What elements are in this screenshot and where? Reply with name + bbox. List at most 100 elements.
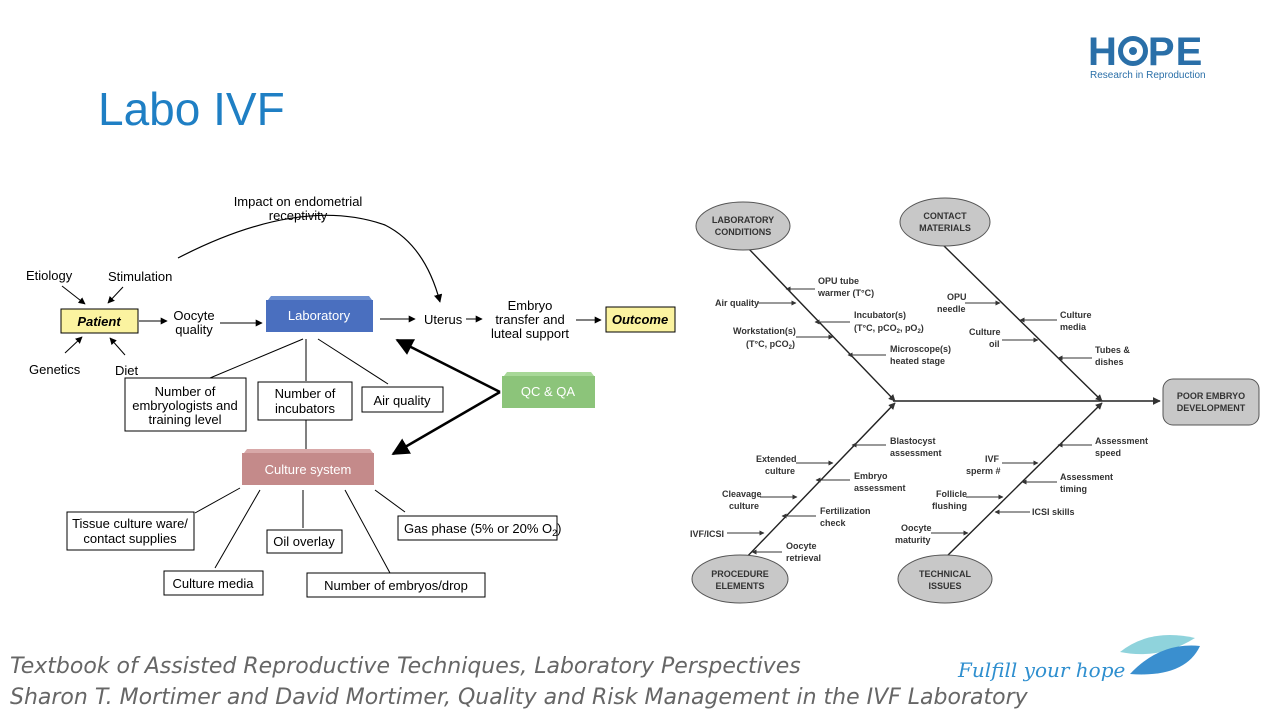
oocyte-maturity-2: maturity xyxy=(895,535,931,545)
qc-box xyxy=(502,376,595,408)
logo-subtitle: Research in Reproduction xyxy=(1090,70,1206,81)
qc-box-top xyxy=(504,372,594,376)
culture-oil-1: Culture xyxy=(969,327,1001,337)
diet-arrow xyxy=(109,337,126,356)
etiology-arrow xyxy=(61,285,86,305)
embryos-drop-box xyxy=(306,572,486,598)
assessment-timing-2: timing xyxy=(1060,484,1087,494)
assessment-speed-2: speed xyxy=(1095,448,1121,458)
microscope-fb-1: Microscope(s) xyxy=(890,344,951,354)
logo-letter-h: H xyxy=(1088,30,1118,74)
opu-warmer-1: OPU tube xyxy=(818,276,859,286)
culture-line-gas xyxy=(374,489,406,513)
embryo-label-2: transfer and xyxy=(495,312,564,327)
assessment-speed-1: Assessment xyxy=(1095,436,1148,446)
qc-to-culture-arrow xyxy=(391,390,501,456)
extended-1: Extended xyxy=(756,454,797,464)
effect-box xyxy=(1162,378,1260,426)
ivf-sperm-1: IVF xyxy=(985,454,1000,464)
blastocyst-2: assessment xyxy=(890,448,942,458)
follicle-1: Follicle xyxy=(936,489,967,499)
logo-letters-pe: PE xyxy=(1147,30,1204,74)
tissue-label-2: contact supplies xyxy=(83,531,177,546)
outcome-label: Outcome xyxy=(612,312,668,327)
embryologists-label-3: training level xyxy=(149,412,222,427)
incubators-label-1: Number of xyxy=(275,386,336,401)
ivf-icsi: IVF/ICSI xyxy=(690,529,724,539)
genetics-arrow xyxy=(64,336,83,354)
lab-conditions-label-1: LABORATORY xyxy=(712,215,774,225)
laboratory-box xyxy=(266,300,373,332)
assessment-timing-1: Assessment xyxy=(1060,472,1113,482)
procedure-label-2: ELEMENTS xyxy=(715,581,764,591)
incubators-box xyxy=(257,381,353,421)
opu-warmer-2: warmer (T°C) xyxy=(817,288,874,298)
bone-contact-materials xyxy=(942,244,1103,402)
fertilization-2: check xyxy=(820,518,847,528)
endometrial-arc xyxy=(177,214,443,303)
embryo-label-1: Embryo xyxy=(508,298,553,313)
arc-label-2: receptivity xyxy=(269,208,328,223)
eye-icon xyxy=(1117,36,1148,66)
hope-logo: H PE xyxy=(1088,30,1203,75)
incubators-fb-1: Incubator(s) xyxy=(854,310,906,320)
bone-lab-conditions xyxy=(747,247,896,402)
slide-title: Labo IVF xyxy=(98,83,285,135)
stimulation-arrow xyxy=(107,286,124,304)
blastocyst-1: Blastocyst xyxy=(890,436,936,446)
fertilization-1: Fertilization xyxy=(820,506,871,516)
culture-box-top xyxy=(244,449,373,453)
lab-line-embryologists xyxy=(209,338,304,379)
lab-line-air xyxy=(317,338,389,385)
workstation-fb-1: Workstation(s) xyxy=(733,326,796,336)
culture-media-fb-1: Culture xyxy=(1060,310,1092,320)
cleavage-1: Cleavage xyxy=(722,489,762,499)
culture-system-label: Culture system xyxy=(265,462,352,477)
laboratory-box-top xyxy=(268,296,372,300)
follicle-2: flushing xyxy=(932,501,967,511)
reference-1: Textbook of Assisted Reproductive Techni… xyxy=(10,654,801,679)
cleavage-2: culture xyxy=(729,501,759,511)
tubes-fb-1: Tubes & xyxy=(1095,345,1130,355)
embryo-assess-1: Embryo xyxy=(854,471,888,481)
air-quality-box xyxy=(361,386,444,413)
contact-label-1: CONTACT xyxy=(923,211,967,221)
air-quality-label: Air quality xyxy=(373,393,431,408)
extended-2: culture xyxy=(765,466,795,476)
oocyte-label-1: Oocyte xyxy=(173,308,214,323)
incubators-label-2: incubators xyxy=(275,401,335,416)
culture-media-label: Culture media xyxy=(173,576,255,591)
gas-phase-box xyxy=(397,515,558,541)
oil-overlay-label: Oil overlay xyxy=(273,534,335,549)
culture-system-box xyxy=(242,453,374,485)
laboratory-label: Laboratory xyxy=(288,308,351,323)
ivf-sperm-2: sperm # xyxy=(966,466,1001,476)
oocyte-label-2: quality xyxy=(175,322,213,337)
leaf-icon-top xyxy=(1120,635,1195,655)
qc-to-lab-arrow xyxy=(395,338,501,394)
genetics-label: Genetics xyxy=(29,362,81,377)
patient-label: Patient xyxy=(77,314,121,329)
embryologists-box xyxy=(124,377,247,432)
etiology-label: Etiology xyxy=(26,268,73,283)
diet-label: Diet xyxy=(115,363,139,378)
technical-label-1: TECHNICAL xyxy=(919,569,971,579)
fishbone-diagram: POOR EMBRYO DEVELOPMENT LABORATORY CONDI… xyxy=(690,197,1260,604)
effect-label-1: POOR EMBRYO xyxy=(1177,391,1245,401)
lab-conditions-label-2: CONDITIONS xyxy=(715,227,772,237)
culture-oil-2: oil xyxy=(989,339,1000,349)
uterus-label: Uterus xyxy=(424,312,463,327)
oil-overlay-box xyxy=(266,529,343,554)
embryologists-label-1: Number of xyxy=(155,384,216,399)
culture-line-media xyxy=(214,489,261,569)
tissue-box xyxy=(66,511,195,551)
gas-phase-label: Gas phase (5% or 20% O2) xyxy=(404,521,562,538)
embryo-assess-2: assessment xyxy=(854,483,906,493)
embryologists-label-2: embryologists and xyxy=(132,398,238,413)
lab-conditions-node xyxy=(695,201,791,251)
icsi-skills: ICSI skills xyxy=(1032,507,1075,517)
qc-label: QC & QA xyxy=(521,384,576,399)
opu-needle-2: needle xyxy=(937,304,966,314)
tissue-label-1: Tissue culture ware/ xyxy=(72,516,188,531)
